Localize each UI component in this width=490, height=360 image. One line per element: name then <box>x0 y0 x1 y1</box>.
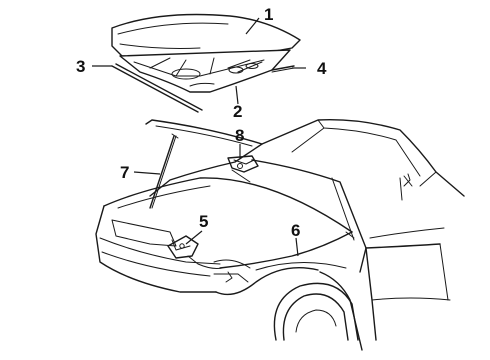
hood-release-cable <box>219 231 355 283</box>
hood-weatherstrip <box>111 63 203 113</box>
callout-3: 3 <box>76 57 85 76</box>
callout-6: 6 <box>291 221 300 240</box>
callout-2: 2 <box>233 102 242 121</box>
callout-7: 7 <box>120 163 129 182</box>
callout-4: 4 <box>317 59 327 78</box>
callout-8: 8 <box>235 126 244 145</box>
callout-1: 1 <box>264 5 273 24</box>
hood-lock-latch <box>227 155 259 183</box>
hood-seal-small <box>271 65 295 73</box>
car-front-body <box>95 119 465 351</box>
hood-support-rod <box>149 133 179 209</box>
callout-5: 5 <box>199 212 208 231</box>
